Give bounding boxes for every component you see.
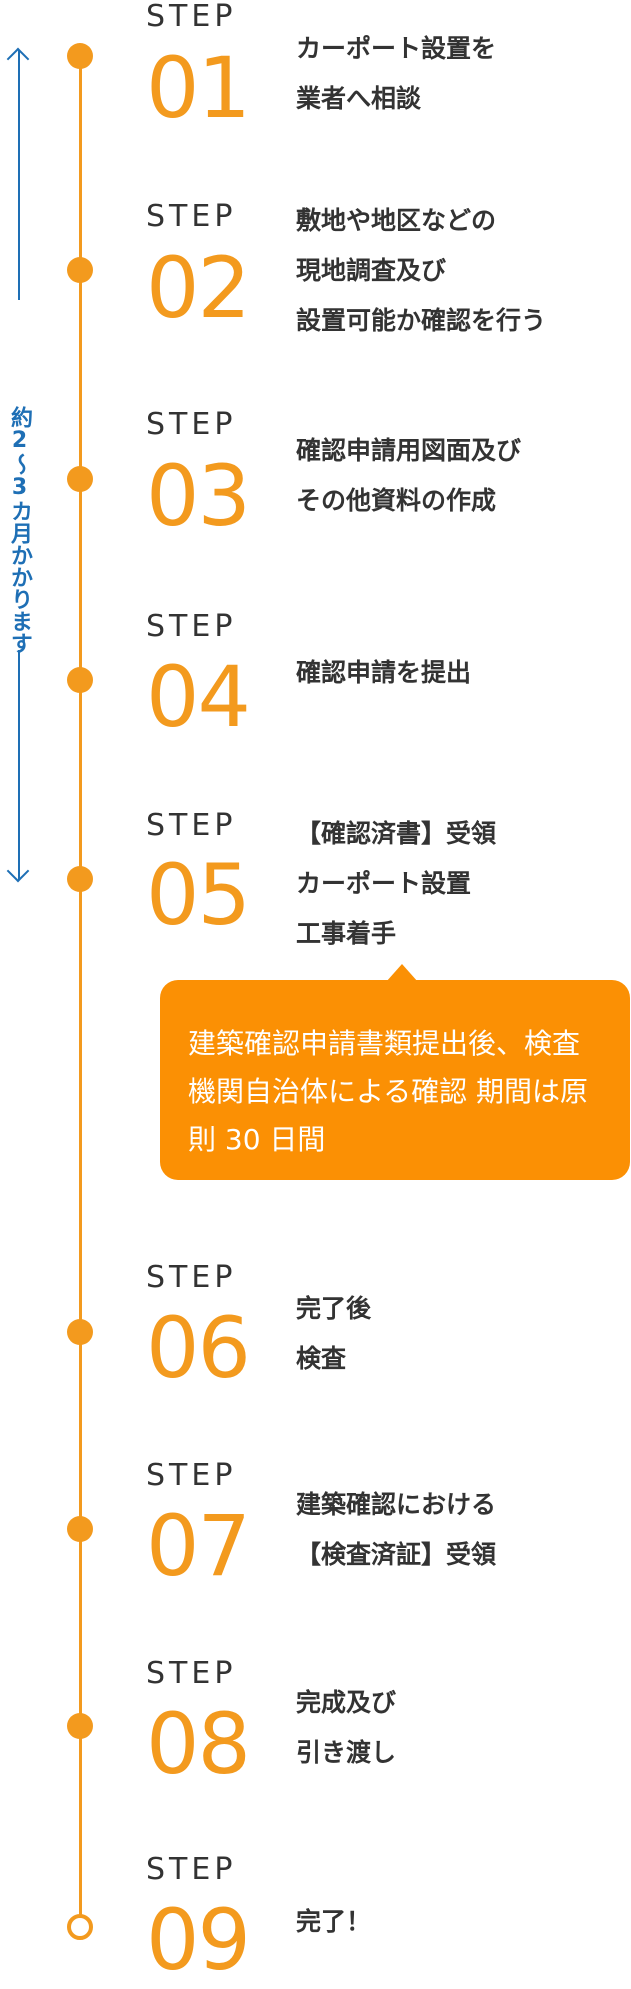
step-text: 建築確認における 【検査済証】受領 (296, 1480, 616, 1580)
step-text-line: 確認申請を提出 (296, 658, 472, 687)
step-text: 完了後 検査 (296, 1284, 616, 1384)
step-text: 【確認済書】受領 カーポート設置 工事着手 (296, 809, 616, 959)
step-text-line: 引き渡し (296, 1738, 397, 1767)
timeline-dot (67, 1319, 93, 1345)
timeline-dot (67, 1713, 93, 1739)
step-text-line: 完了！ (296, 1907, 372, 1936)
step-text-line: 確認申請用図面及び (296, 436, 522, 465)
step-text-line: カーポート設置を (296, 34, 497, 63)
step-number: 09 (146, 1891, 251, 1989)
step-label: STEP (146, 199, 237, 234)
step-number: 03 (146, 447, 251, 545)
step-text-line: 【検査済証】受領 (296, 1540, 497, 1569)
down-arrow-icon (18, 650, 20, 880)
up-arrow-icon (18, 50, 20, 300)
step-text-line: 完成及び (296, 1688, 397, 1717)
step-label: STEP (146, 1852, 237, 1887)
step-text: 完了！ (296, 1897, 616, 1947)
step-number: 02 (146, 239, 251, 337)
step-text: 確認申請用図面及び その他資料の作成 (296, 426, 616, 526)
step-number: 06 (146, 1299, 251, 1397)
step-text-line: 現地調査及び (296, 256, 447, 285)
step-text-line: 設置可能か確認を行う (296, 306, 547, 335)
timeline-dot (67, 1516, 93, 1542)
step-text-line: 業者へ相談 (296, 84, 422, 113)
step-text: 敷地や地区などの 現地調査及び 設置可能か確認を行う (296, 196, 616, 346)
step-label: STEP (146, 0, 237, 34)
step-text: 完成及び 引き渡し (296, 1678, 616, 1778)
timeline-dot (67, 667, 93, 693)
step-text: 確認申請を提出 (296, 648, 616, 698)
step-label: STEP (146, 1656, 237, 1691)
timeline-dot (67, 257, 93, 283)
step-number: 04 (146, 648, 251, 746)
timeline-line (79, 50, 82, 1925)
step-text: カーポート設置を 業者へ相談 (296, 24, 616, 124)
step-number: 05 (146, 846, 251, 944)
step-label: STEP (146, 1260, 237, 1295)
step-text-line: 完了後 (296, 1294, 372, 1323)
step-text-line: 検査 (296, 1344, 347, 1373)
step-label: STEP (146, 609, 237, 644)
step-number: 07 (146, 1497, 251, 1595)
timeline-dot (67, 466, 93, 492)
duration-indicator: 約2〜3カ月かかります (0, 50, 40, 880)
step-text-line: 【確認済書】受領 (296, 819, 497, 848)
step-text-line: その他資料の作成 (296, 486, 497, 515)
step-text-line: 敷地や地区などの (296, 206, 497, 235)
step-text-line: カーポート設置 (296, 869, 472, 898)
step-label: STEP (146, 1458, 237, 1493)
step-label: STEP (146, 808, 237, 843)
review-period-note: 建築確認申請書類提出後、検査機関自治体による確認 期間は原則 30 日間 (160, 964, 630, 1180)
timeline-dot (67, 43, 93, 69)
step-label: STEP (146, 407, 237, 442)
step-number: 08 (146, 1695, 251, 1793)
timeline-dot (67, 866, 93, 892)
timeline-end-dot (67, 1914, 93, 1940)
step-number: 01 (146, 39, 251, 137)
step-text-line: 工事着手 (296, 919, 397, 948)
duration-text: 約2〜3カ月かかります (7, 406, 32, 654)
step-text-line: 建築確認における (296, 1490, 497, 1519)
